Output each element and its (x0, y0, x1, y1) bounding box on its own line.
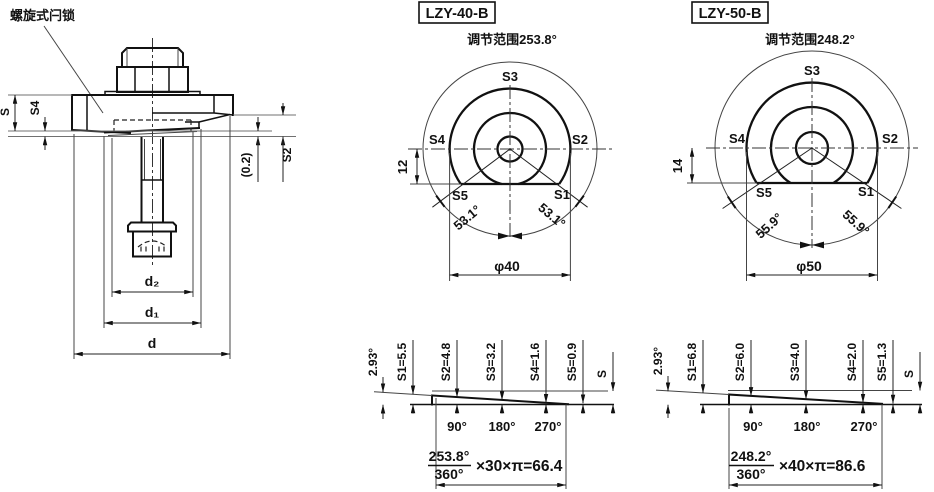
bolt-cap (121, 47, 184, 68)
pos-s2-label: S2 (882, 131, 898, 146)
arc-length-formula: 248.2° 360° ×40×π=86.6 (729, 448, 866, 482)
pos-s3-label: S3 (804, 63, 820, 78)
dim-s: S (0, 94, 18, 132)
formula-numerator: 253.8° (429, 448, 470, 464)
pos-s2-label: S2 (572, 132, 588, 147)
dim-d2-label: d₂ (145, 273, 160, 289)
arc-tick-left (726, 195, 737, 209)
pos-s3-label: S3 (502, 69, 518, 84)
deg-180-label: 180° (794, 419, 821, 434)
dim-s4-label: S4 (28, 100, 42, 115)
knurled-nut (127, 221, 177, 258)
reference-lines (8, 94, 296, 137)
pos-s1-label: S1 (858, 184, 874, 199)
bottom-dimensions: d₂ d₁ d (73, 116, 231, 359)
col-s1-label: S1=6.8 (685, 342, 699, 381)
depth-dim-label: 14 (670, 158, 685, 173)
angle-left-label: 55.9° (753, 210, 786, 242)
arc-length-formula: 253.8° 360° ×30×π=66.4 (428, 448, 563, 482)
deg-90-label: 90° (447, 419, 467, 434)
lzy-40-top-view: LZY-40-B 调节范围253.8° 12 S3 S4 S2 S5 S1 53… (395, 1, 612, 281)
col-s2-label: S2=4.8 (439, 342, 453, 381)
pos-s4-label: S4 (729, 131, 746, 146)
model-title-box (691, 1, 769, 24)
label-bg (798, 64, 826, 78)
deg-180-label: 180° (489, 419, 516, 434)
lzy-40-profile: 2.93° S1=5.5 S2=4.8 S3=3.2 S4=1.6 S5=0.9… (366, 340, 616, 489)
ray-s1 (509, 148, 588, 208)
surface-extension (655, 389, 730, 395)
threaded-shaft (140, 136, 164, 224)
arc-arrow-right (510, 232, 522, 240)
callout-leader-line (43, 25, 104, 114)
col-s5-label: S5=1.3 (875, 342, 889, 381)
adjust-range-label: 调节范围248.2° (765, 32, 855, 47)
spiral-surface (430, 394, 570, 406)
col-s3-label: S3=4.0 (788, 342, 802, 381)
formula-denominator: 360° (435, 466, 464, 482)
ray-s1 (811, 147, 902, 209)
angle-left-label: 53.1° (451, 202, 484, 233)
depth-dim-label: 12 (395, 160, 410, 174)
dim-s2-side-label: S2 (280, 147, 294, 162)
col-s4-label: S4=1.6 (528, 342, 542, 381)
dim-s-label: S (0, 108, 12, 116)
pos-s1-label: S1 (554, 187, 570, 202)
col-s5-label: S5=0.9 (565, 342, 579, 381)
formula-result: ×30×π=66.4 (476, 458, 563, 475)
adjust-range-label: 调节范围253.8° (467, 32, 557, 47)
pos-s5-label: S5 (452, 188, 468, 203)
height-columns: S1=5.5 S2=4.8 S3=3.2 S4=1.6 S5=0.9 S (395, 340, 616, 414)
col-s-label: S (902, 370, 916, 378)
hidden-slot (113, 119, 192, 131)
wedge-angle-label: 2.93° (366, 348, 380, 376)
diameter-label: φ40 (494, 258, 520, 274)
col-s1-label: S1=5.5 (395, 342, 409, 381)
formula-result: ×40×π=86.6 (779, 458, 866, 475)
deg-90-label: 90° (743, 419, 763, 434)
col-s-label: S (595, 370, 609, 378)
pos-s5-label: S5 (756, 185, 772, 200)
angle-right-label: 55.9° (840, 207, 873, 239)
ray-s5 (432, 148, 511, 208)
diameter-label: φ50 (796, 258, 822, 274)
label-bg (496, 70, 524, 84)
dim-s4: S4 (28, 100, 48, 150)
model-title-box (418, 1, 496, 24)
dim-d1-label: d₁ (145, 304, 160, 320)
wedge-angle-label: 2.93° (651, 347, 665, 375)
col-s2-label: S2=6.0 (733, 342, 747, 381)
col-s4-label: S4=2.0 (845, 342, 859, 381)
dim-s2-side: S2 (280, 103, 294, 182)
dim-gap-label: (0.2) (239, 153, 253, 178)
arc-arrow-left (498, 232, 510, 240)
side-view-callout: 螺旋式闩锁 (10, 8, 75, 23)
lzy-50-profile: 2.93° S1=6.8 S2=6.0 S3=4.0 S4=2.0 S5=1.3… (651, 340, 923, 489)
dim-d-label: d (148, 335, 157, 351)
formula-denominator: 360° (737, 466, 766, 482)
deg-270-label: 270° (535, 419, 562, 434)
height-columns: S1=6.8 S2=6.0 S3=4.0 S4=2.0 S5=1.3 S (685, 340, 923, 414)
angle-right-label: 53.1° (535, 200, 568, 231)
lzy-50-top-view: LZY-50-B 调节范围248.2° 14 S3 S4 S2 S5 S1 55… (670, 1, 918, 281)
surface-extension (373, 391, 433, 396)
pos-s4-label: S4 (429, 132, 446, 147)
model-title: LZY-40-B (426, 6, 489, 22)
dim-gap: (0.2) (239, 117, 261, 182)
arc-arrow-left (800, 241, 812, 249)
deg-270-label: 270° (851, 419, 878, 434)
arc-arrow-right (812, 241, 824, 249)
arc-tick-right (887, 195, 898, 209)
ray-s5 (722, 147, 813, 209)
arc-tick-left (435, 195, 446, 208)
side-view: 螺旋式闩锁 (0, 8, 296, 359)
col-s3-label: S3=3.2 (484, 342, 498, 381)
arc-tick-right (574, 195, 585, 208)
model-title: LZY-50-B (699, 6, 762, 22)
washer (104, 90, 201, 95)
formula-numerator: 248.2° (731, 448, 772, 464)
